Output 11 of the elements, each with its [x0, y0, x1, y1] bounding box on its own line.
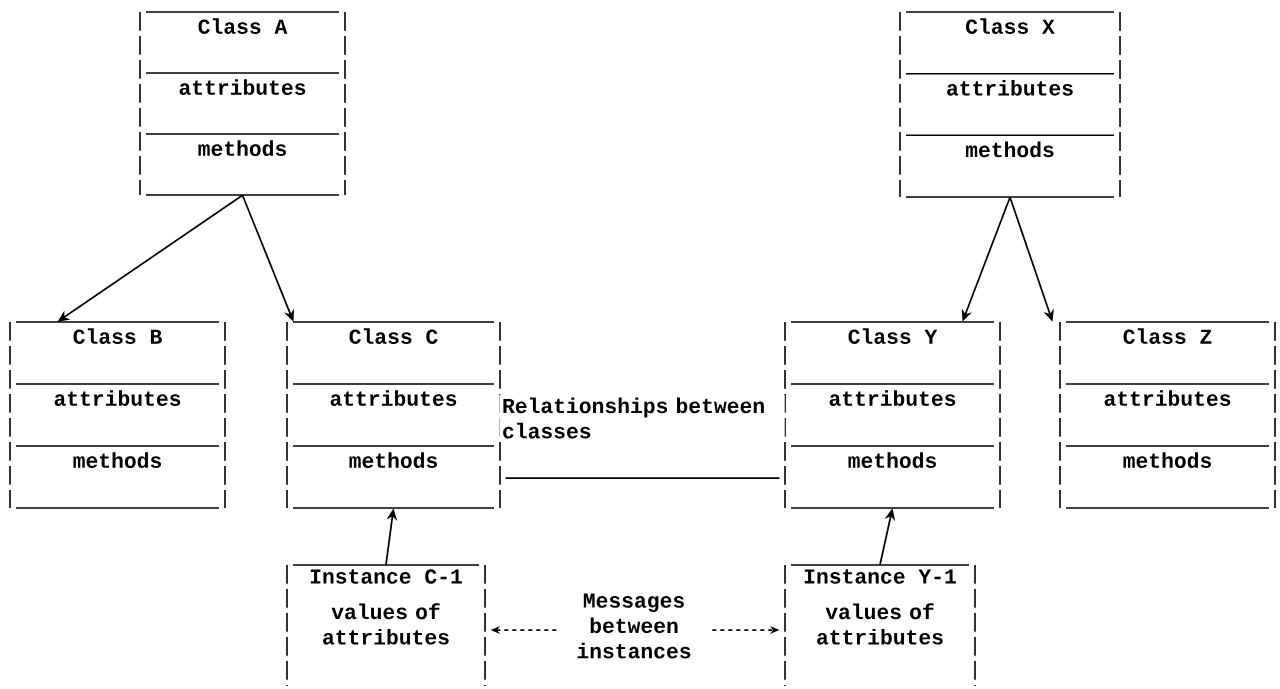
class-box: Class B attributes methods: [9, 321, 226, 509]
instance-box: Instance C-1 values of attributes: [286, 564, 486, 687]
connector-line: [504, 477, 781, 479]
edge-label: Messages between instances: [558, 590, 710, 662]
instance-box: Instance Y-1 values of attributes: [784, 564, 976, 687]
class-box: Class Z attributes methods: [1059, 321, 1276, 509]
class-box: Class X attributes methods: [899, 11, 1121, 198]
class-box: Class A attributes methods: [139, 11, 346, 196]
class-box: Class C attributes methods: [286, 321, 501, 509]
edge-label: Relationships between classes: [499, 394, 785, 442]
class-box: Class Y attributes methods: [784, 321, 1001, 509]
